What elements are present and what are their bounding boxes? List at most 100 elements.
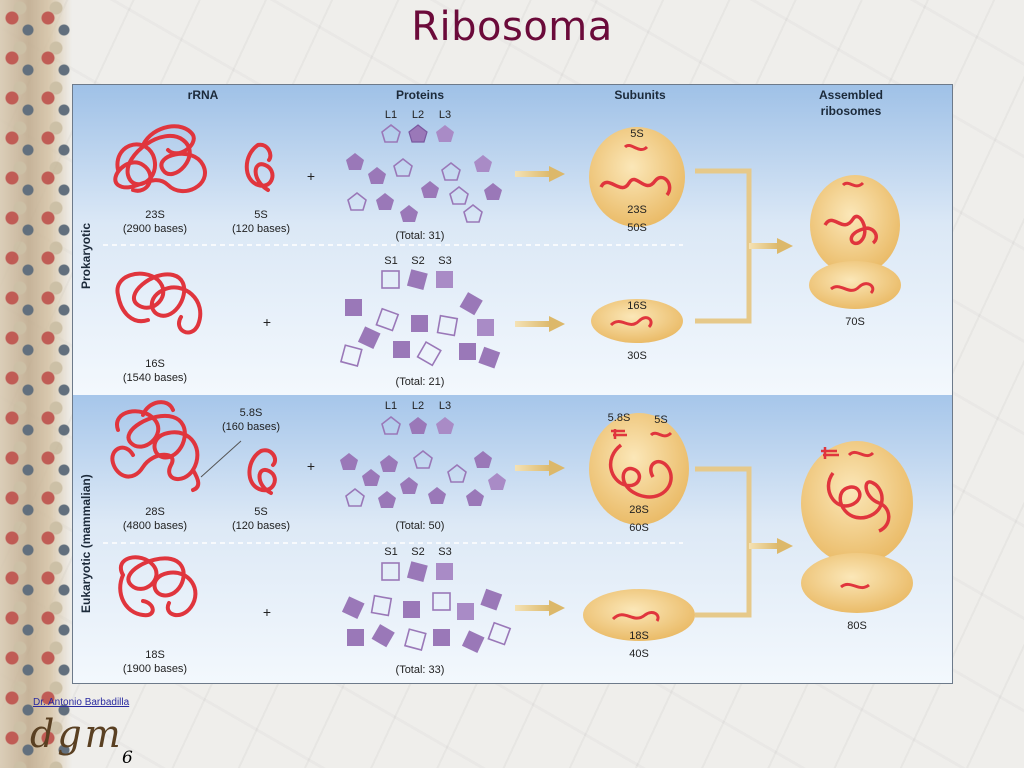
rrna-23s-strand [113, 124, 207, 193]
dgm-logo: dgm [30, 712, 124, 756]
ribosome-80s-5s-rna [847, 450, 875, 458]
ribosome-80s-28s-rna [826, 471, 891, 533]
rrna-5s-euk-strand [247, 448, 278, 495]
arrow-euk-large [515, 460, 565, 476]
leader-5-8s [200, 440, 242, 478]
prok-large-proteins [346, 123, 502, 223]
subunit-60s-28s-label: 28S [629, 504, 649, 516]
subunit-40s [583, 589, 695, 641]
ribosome-80s-18s-rna [840, 582, 870, 590]
subunit-60s-5s-label: 5S [654, 414, 667, 426]
prok-small-total: (Total: 21) [396, 376, 445, 388]
subunit-50s-23s-rna [599, 175, 672, 197]
prok-small-proteins [339, 269, 501, 369]
protein-label-s2: S2 [411, 546, 424, 558]
protein-label-l3: L3 [439, 400, 451, 412]
protein-label-s3: S3 [438, 546, 451, 558]
dna-decoration [0, 0, 72, 768]
eukaryotic-label: Eukaryotic (mammalian) [79, 474, 93, 613]
protein-label-l2: L2 [412, 400, 424, 412]
subunit-60s-5-8s-rna [611, 429, 627, 439]
plus-sign: + [307, 168, 315, 184]
rrna-18s-name: 18S [145, 649, 165, 661]
protein-label-l1: L1 [385, 109, 397, 121]
ribosome-70s-small [809, 261, 901, 309]
protein-label-s3: S3 [438, 255, 451, 267]
assembled-header-line1: Assembled [819, 88, 883, 102]
assembled-header-line2: ribosomes [821, 104, 882, 118]
protein-label-s1: S1 [384, 255, 397, 267]
subunit-50s-23s-label: 23S [627, 204, 647, 216]
ribosome-80s-small [801, 553, 913, 613]
euk-small-proteins [341, 561, 512, 653]
subunit-50s-5s-label: 5S [630, 128, 643, 140]
ribosome-80s-5-8s-rna [821, 447, 839, 459]
rrna-16s-strand [115, 271, 203, 335]
subunit-50s-name: 50S [627, 222, 647, 234]
subunit-40s-18s-rna [611, 611, 660, 622]
subunit-60s-5-8s-label: 5.8S [608, 412, 631, 424]
rrna-16s-name: 16S [145, 358, 165, 370]
subunit-60s [589, 413, 689, 525]
subunit-50s [589, 127, 685, 227]
protein-label-s1: S1 [384, 546, 397, 558]
slide-title: Ribosoma [411, 4, 613, 50]
euk-large-total: (Total: 50) [396, 520, 445, 532]
prokaryotic-background [73, 85, 952, 395]
rrna-5-8s-bases: (160 bases) [222, 421, 280, 433]
subunit-40s-name: 40S [629, 648, 649, 660]
ribosome-figure: rRNA Proteins Subunits Assembled ribosom… [72, 84, 953, 684]
rrna-18s-strand [118, 555, 198, 618]
rrna-16s-bases: (1540 bases) [123, 372, 187, 384]
rrna-5s-strand [244, 142, 275, 192]
subunit-60s-28s-rna [608, 443, 673, 499]
author-credit-link[interactable]: Dr. Antonio Barbadilla [33, 697, 130, 708]
ribosome-70s-16s-rna [830, 282, 875, 295]
arrow-euk-small [515, 600, 565, 616]
page-number: 6 [122, 748, 133, 768]
eukaryotic-background [73, 395, 952, 683]
connector-80s [695, 466, 793, 618]
subunit-30s-16s-label: 16S [627, 300, 647, 312]
connector-70s [695, 168, 793, 324]
protein-label-s2: S2 [411, 255, 424, 267]
euk-small-total: (Total: 33) [396, 664, 445, 676]
subunit-60s-name: 60S [629, 522, 649, 534]
ribosome-diagram: rRNA Proteins Subunits Assembled ribosom… [73, 85, 952, 683]
protein-label-l2: L2 [412, 109, 424, 121]
ribosome-70s-name: 70S [845, 316, 865, 328]
subunit-50s-5s-rna [623, 144, 649, 152]
plus-sign: + [307, 458, 315, 474]
ribosome-80s-name: 80S [847, 620, 867, 632]
rrna-5-8s-name: 5.8S [240, 407, 263, 419]
plus-sign: + [263, 314, 271, 330]
prokaryotic-label: Prokaryotic [79, 223, 93, 289]
rrna-28s-bases: (4800 bases) [123, 520, 187, 532]
subunits-header: Subunits [614, 88, 666, 102]
subunit-30s-16s-rna [609, 316, 653, 329]
rrna-28s-name: 28S [145, 506, 165, 518]
subunit-60s-5s-rna [649, 431, 673, 438]
subunit-30s-name: 30S [627, 350, 647, 362]
rrna-18s-bases: (1900 bases) [123, 663, 187, 675]
ribosome-70s-23s-rna [823, 214, 878, 246]
ribosome-70s-5s-rna [841, 181, 865, 188]
rrna-23s-name: 23S [145, 209, 165, 221]
subunit-40s-18s-label: 18S [629, 630, 649, 642]
rrna-5s-euk-name: 5S [254, 506, 267, 518]
ribosome-70s-large [810, 175, 900, 275]
prok-large-total: (Total: 31) [396, 230, 445, 242]
arrow-prok-small [515, 316, 565, 332]
protein-label-l1: L1 [385, 400, 397, 412]
protein-label-l3: L3 [439, 109, 451, 121]
rrna-23s-bases: (2900 bases) [123, 223, 187, 235]
arrow-prok-large [515, 166, 565, 182]
rrna-5s-bases: (120 bases) [232, 223, 290, 235]
plus-sign: + [263, 604, 271, 620]
euk-large-proteins [340, 415, 506, 508]
rrna-28s-strand [110, 400, 201, 492]
rrna-header: rRNA [188, 88, 219, 102]
proteins-header: Proteins [396, 88, 444, 102]
rrna-5s-name: 5S [254, 209, 267, 221]
rrna-5s-euk-bases: (120 bases) [232, 520, 290, 532]
